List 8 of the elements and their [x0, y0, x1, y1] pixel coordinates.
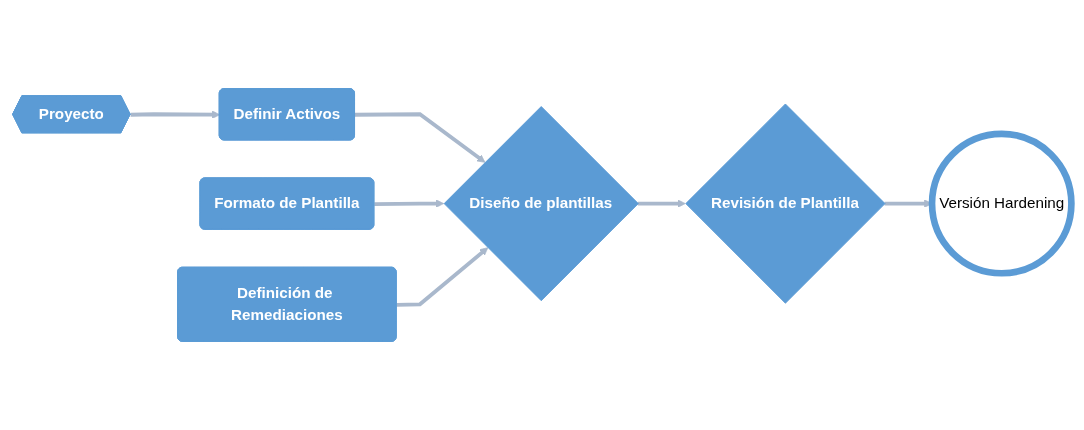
node-diamond: Revisión de Plantilla: [685, 103, 886, 304]
arrow: [637, 199, 686, 208]
arrow: [396, 247, 489, 307]
arrow: [130, 110, 221, 119]
arrow: [355, 112, 486, 163]
node-diamond: Diseño de plantillas: [443, 106, 639, 302]
arrow: [374, 199, 445, 208]
node-circle: Versión Hardening: [928, 130, 1075, 277]
